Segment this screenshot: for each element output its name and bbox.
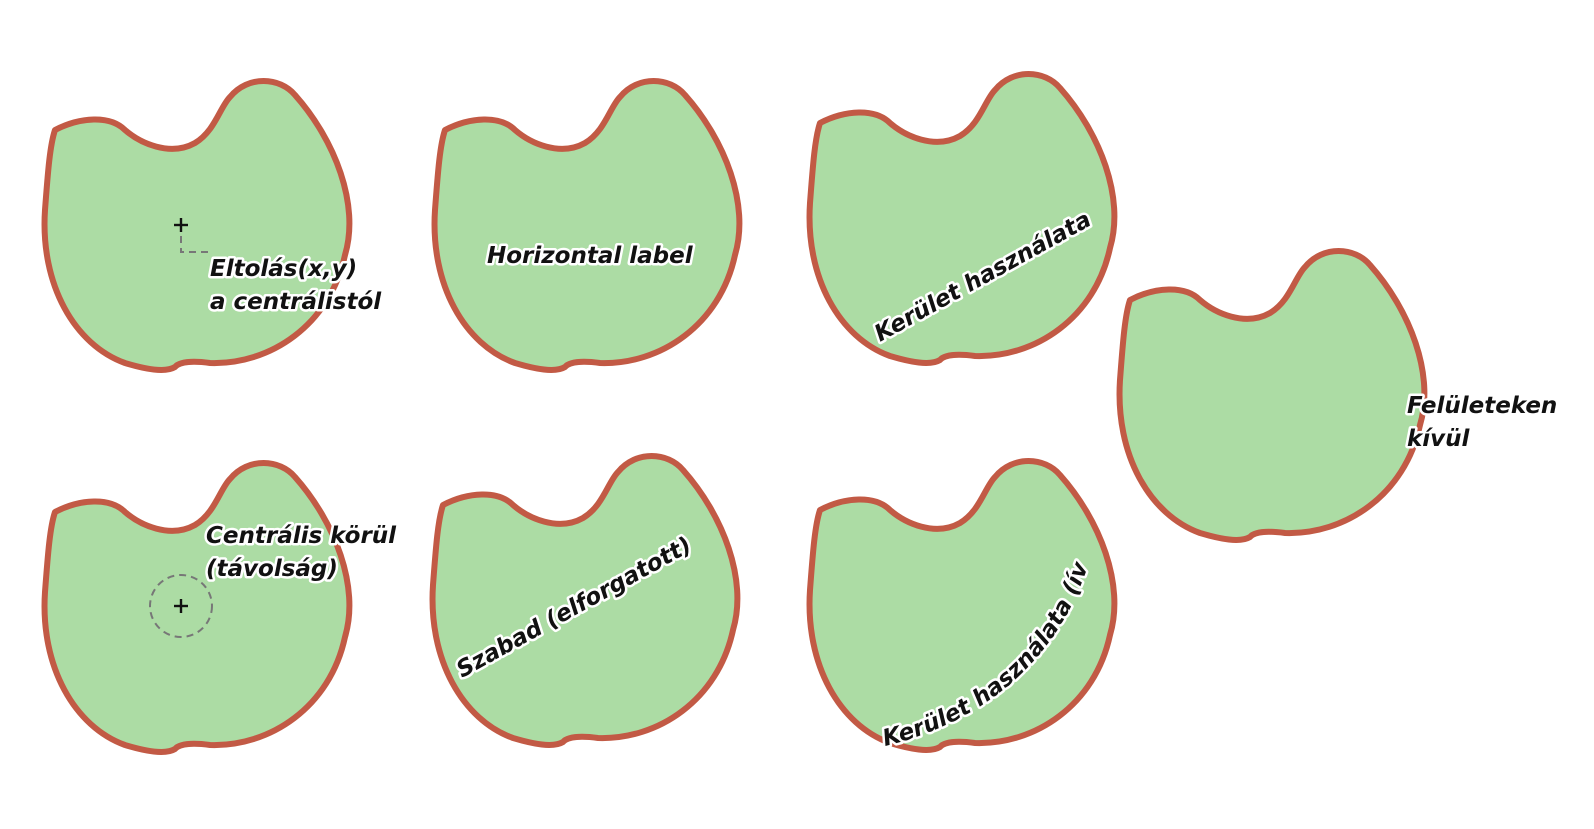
polygon-horizontal [435, 81, 740, 370]
polygon-outside [1120, 251, 1425, 540]
label-offset: Eltolás(x,y) a centrálistól [210, 256, 382, 315]
label-offset-line2: a centrálistól [210, 289, 382, 315]
label-offset-line1: Eltolás(x,y) [210, 256, 357, 282]
label-outside: Felületeken kívül [1407, 393, 1565, 452]
polygon-offset [45, 81, 350, 370]
centroid-marker-offset [174, 218, 188, 232]
centroid-marker-around [174, 599, 188, 613]
offset-guide [180, 236, 208, 253]
label-around-line2: (távolság) [206, 556, 338, 582]
label-around-line1: Centrális körül [206, 523, 397, 549]
label-horizontal: Horizontal label [487, 243, 694, 269]
label-outside-line2: kívül [1407, 426, 1471, 452]
label-outside-line1: Felületeken [1407, 393, 1557, 419]
polygon-around-centroid [45, 463, 350, 752]
distance-circle [149, 574, 213, 638]
label-around-centroid: Centrális körül (távolság) [206, 523, 404, 582]
